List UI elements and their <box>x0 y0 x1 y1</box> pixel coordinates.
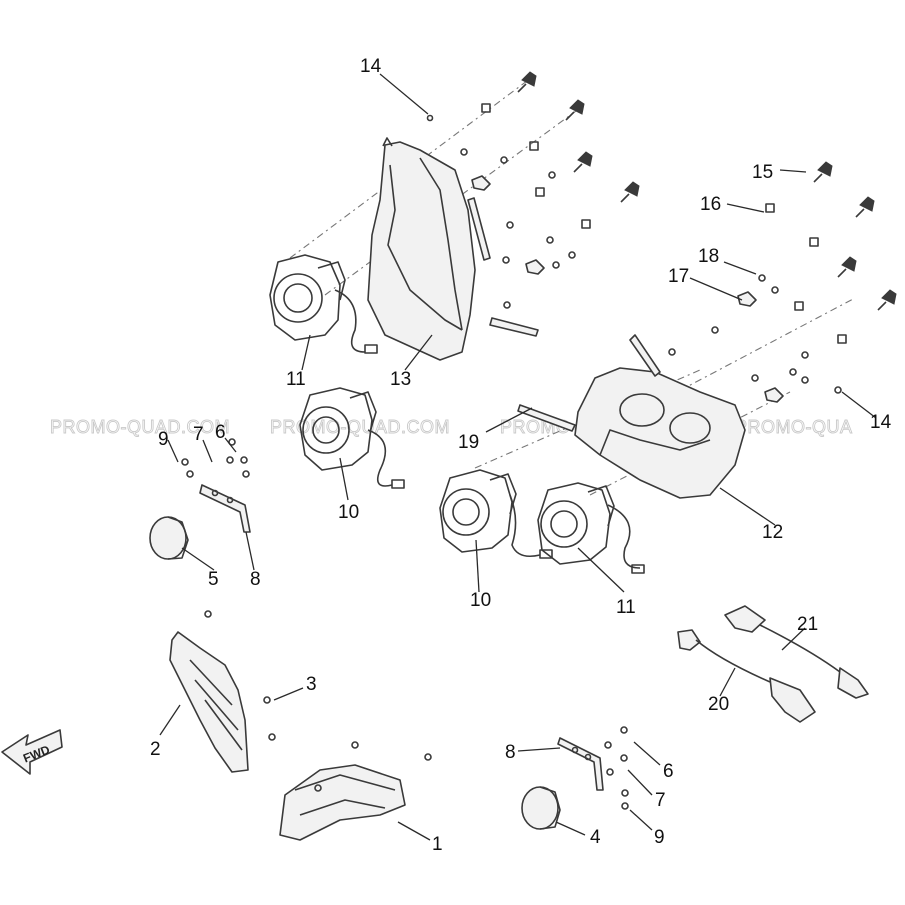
callout-label: 11 <box>616 597 636 618</box>
callout-label: 8 <box>250 569 261 590</box>
turn-signal-right <box>724 605 869 699</box>
headlight-middle <box>299 387 405 489</box>
screw-icon <box>837 256 857 278</box>
screw-icon <box>620 181 640 203</box>
bracket-left <box>169 631 249 773</box>
callout-label: 5 <box>208 569 219 590</box>
bolt-icon <box>181 438 629 810</box>
cap-upper <box>149 516 189 560</box>
callout-label: 10 <box>470 590 491 611</box>
clip-icon <box>471 175 784 403</box>
callout-label: 1 <box>432 834 443 855</box>
callout-label: 6 <box>663 761 674 782</box>
callout-label: 7 <box>193 424 204 445</box>
headlight-lower-left <box>439 469 553 559</box>
callout-label: 14 <box>360 56 382 77</box>
watermark-text: PROMO-QUAD.COM <box>50 417 230 437</box>
turn-signal-left <box>677 629 816 723</box>
callout-label: 8 <box>505 742 516 763</box>
mounting-plate-upper <box>199 484 251 533</box>
callout-labels: 14 15 16 17 18 11 13 14 9 7 6 19 10 12 5… <box>150 56 892 855</box>
leader-lines <box>159 73 877 841</box>
callout-label: 18 <box>698 246 719 267</box>
headlight-lower-right <box>537 482 645 574</box>
fasteners <box>181 71 897 810</box>
nut-icon <box>481 103 847 344</box>
screw-icon <box>877 289 897 311</box>
headlight-upper-left <box>269 254 378 354</box>
callout-label: 6 <box>215 422 226 443</box>
watermark-text: PROMO-QUAD.COM <box>270 417 450 437</box>
callout-label: 21 <box>797 614 818 635</box>
callout-label: 9 <box>158 429 169 450</box>
screw-icon <box>573 151 593 173</box>
callout-label: 20 <box>708 694 729 715</box>
callout-label: 3 <box>306 674 317 695</box>
callout-label: 16 <box>700 194 721 215</box>
callout-label: 4 <box>590 827 601 848</box>
screw-icon <box>517 71 537 93</box>
callout-label: 2 <box>150 739 161 760</box>
screw-icon <box>813 161 833 183</box>
mounting-plate-lower <box>557 737 604 791</box>
bracket-bottom <box>279 764 406 841</box>
callout-label: 10 <box>338 502 359 523</box>
callout-label: 17 <box>668 266 689 287</box>
watermark-text: PROMO-QUA <box>735 417 853 437</box>
bolt-icon <box>426 114 842 394</box>
callout-label: 19 <box>458 432 479 453</box>
callout-label: 14 <box>870 412 892 433</box>
callout-label: 13 <box>390 369 411 390</box>
screw-icon <box>565 99 585 121</box>
fwd-arrow-icon: FWD <box>1 729 63 775</box>
screw-icon <box>855 196 875 218</box>
callout-label: 12 <box>762 522 783 543</box>
upper-headlight-cover <box>367 137 476 361</box>
callout-label: 9 <box>654 827 665 848</box>
callout-label: 11 <box>286 369 306 390</box>
trim-strips <box>467 197 661 432</box>
callout-label: 15 <box>752 162 773 183</box>
callout-label: 7 <box>655 790 666 811</box>
lower-headlight-cover <box>574 367 746 499</box>
cap-lower <box>521 786 561 830</box>
